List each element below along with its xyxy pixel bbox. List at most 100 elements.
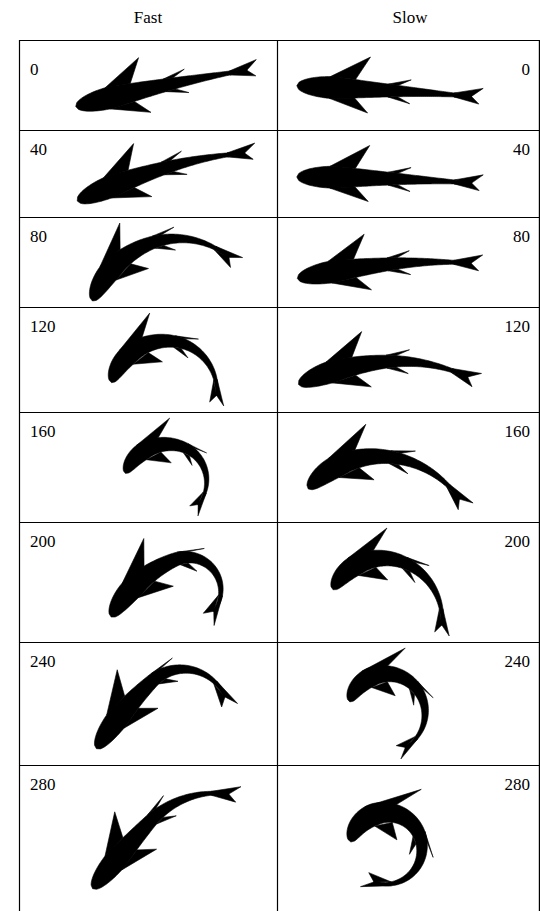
time-label: 240 — [30, 652, 56, 672]
shark-silhouette — [347, 789, 433, 886]
shark-part — [227, 143, 255, 153]
shark-part — [391, 451, 416, 454]
shark-part — [210, 380, 217, 402]
table-rule — [19, 307, 540, 308]
table-rule — [19, 412, 540, 413]
shark-part — [188, 443, 207, 453]
shark-part — [133, 353, 162, 365]
time-label: 280 — [505, 775, 531, 795]
time-label: 160 — [30, 422, 56, 442]
shark-part — [450, 484, 474, 503]
shark-part — [387, 251, 409, 258]
shark-silhouette — [76, 58, 257, 113]
shark-part — [177, 548, 204, 552]
shark-part — [401, 739, 418, 759]
time-label: 80 — [513, 227, 530, 247]
shark-part — [174, 347, 189, 358]
shark-part — [409, 689, 414, 705]
shark-part — [332, 277, 372, 289]
shark-part — [214, 684, 225, 707]
shark-part — [159, 679, 178, 684]
shark-part — [164, 171, 187, 174]
time-label: 40 — [513, 140, 530, 160]
shark-part — [122, 539, 144, 583]
shark-part — [217, 379, 224, 406]
shark-part — [180, 563, 197, 571]
shark-part — [307, 449, 461, 500]
shark-silhouette — [297, 57, 483, 113]
shark-part — [388, 185, 410, 192]
shark-part — [146, 452, 171, 463]
shark-part — [328, 234, 364, 261]
shark-silhouette — [89, 223, 242, 301]
shark-part — [119, 313, 149, 350]
shark-part — [347, 528, 387, 559]
table-rule — [19, 40, 20, 911]
table-rule — [539, 40, 540, 911]
shark-part — [388, 168, 411, 174]
shark-part — [347, 802, 427, 885]
shark-part — [123, 437, 209, 505]
shark-part — [105, 58, 138, 88]
shark-part — [297, 166, 472, 188]
shark-part — [211, 787, 241, 794]
shark-part — [389, 464, 408, 474]
table-rule — [19, 217, 540, 218]
shark-part — [175, 336, 198, 339]
shark-part — [148, 796, 164, 815]
shark-part — [112, 188, 152, 198]
shark-part — [402, 568, 415, 582]
shark-silhouette — [109, 539, 223, 626]
shark-part — [454, 175, 483, 183]
time-label: 160 — [505, 422, 531, 442]
column-header: Slow — [393, 8, 428, 28]
shark-part — [124, 708, 158, 728]
shark-part — [105, 812, 123, 856]
shark-part — [360, 882, 391, 887]
shark-silhouette — [108, 313, 224, 406]
shark-part — [217, 681, 238, 703]
shark-silhouette — [91, 787, 241, 890]
shark-part — [330, 57, 370, 80]
shark-part — [326, 332, 362, 362]
shark-part — [227, 153, 253, 159]
shark-silhouette — [297, 234, 482, 290]
time-label: 120 — [505, 317, 531, 337]
column-header: Fast — [134, 8, 162, 28]
shark-part — [163, 69, 184, 79]
shark-part — [386, 350, 409, 356]
shark-silhouette — [123, 418, 209, 516]
shark-silhouette — [297, 145, 483, 201]
shark-part — [329, 98, 367, 113]
shark-part — [442, 609, 449, 636]
shark-part — [330, 145, 370, 168]
shark-part — [183, 453, 192, 466]
shark-part — [77, 152, 244, 204]
table-rule — [19, 642, 540, 643]
shark-silhouette — [94, 658, 237, 749]
shark-part — [452, 369, 481, 377]
shark-silhouette — [331, 528, 449, 636]
shark-part — [122, 849, 157, 870]
shark-part — [94, 665, 226, 749]
shark-silhouette — [77, 143, 255, 204]
shark-part — [331, 550, 444, 625]
shark-part — [372, 682, 396, 696]
shark-part — [362, 648, 406, 671]
table-rule — [19, 40, 540, 41]
shark-part — [454, 263, 479, 271]
shark-part — [339, 468, 374, 480]
shark-part — [110, 101, 151, 112]
shark-part — [454, 88, 483, 96]
shark-part — [409, 836, 416, 854]
shark-part — [388, 80, 411, 85]
shark-part — [454, 255, 483, 263]
shark-part — [435, 609, 442, 632]
shark-part — [298, 355, 468, 387]
shark-silhouette — [298, 332, 481, 388]
time-label: 200 — [30, 532, 56, 552]
time-label: 80 — [30, 227, 47, 247]
shark-part — [166, 89, 189, 93]
